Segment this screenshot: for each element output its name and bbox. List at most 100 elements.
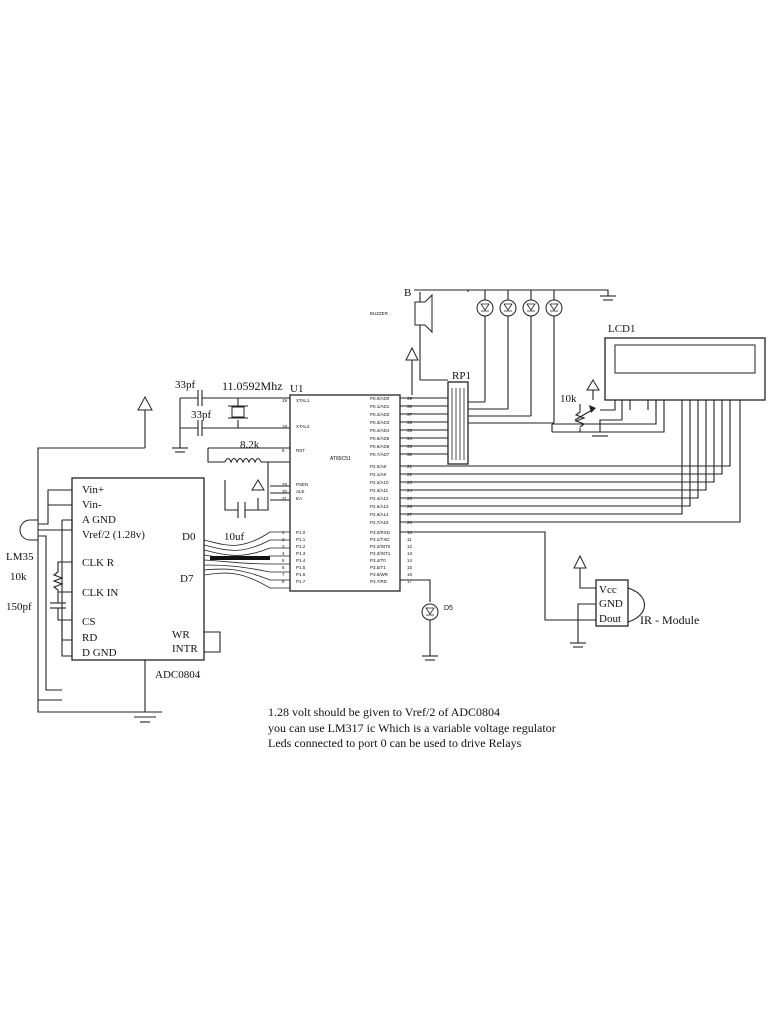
note-line-1: 1.28 volt should be given to Vref/2 of A… [268,705,500,719]
mcu-pin-num-8: 8 [282,579,285,584]
mcu-pin-name-15: P3.5/T1 [370,565,386,570]
mcu-pin-name-28: P2.7/A15 [370,520,389,525]
mcu-pin-num-4: 4 [282,551,285,556]
clk-capacitor-label: 150pf [6,601,32,613]
note-line-2: you can use LM317 ic Which is a variable… [268,721,556,735]
reset-resistor-icon [224,457,262,464]
pot-icon [574,411,586,428]
led-4-icon [545,299,563,317]
mcu-pin-name-21: P2.0/A8 [370,464,387,469]
mcu-pin-name-39: P0.0/AD0 [370,396,390,401]
mcu-pin-name-10: P3.0/RXD [370,530,391,535]
led-1-icon [476,299,494,317]
lcd-display [600,337,766,420]
ir-label: IR - Module [640,613,699,627]
mcu-pin-num-31: 31 [282,496,288,501]
led-2-icon [499,299,517,317]
pot-label: 10k [560,393,577,405]
mcu-pin-name-31: EA [296,496,302,501]
buzzer-led-circuit [405,289,616,423]
adc-pin-wr: WR [172,629,190,641]
mcu-pin-name-7: P1.6 [296,572,306,577]
clk-resistor-icon [52,571,64,591]
buzzer-ref: B [404,287,411,299]
reset-capacitor-label: 10uf [224,531,245,543]
adc-pin-intr: INTR [172,643,198,655]
clk-resistor-label: 10k [10,571,27,583]
mcu-pin-num-6: 6 [282,565,285,570]
buzzer-icon [414,293,433,334]
adc-pin-clkin: CLK IN [82,587,118,599]
mcu-pin-name-33: P0.6/AD6 [370,444,390,449]
mcu-pin-name-22: P2.1/A9 [370,472,387,477]
mcu-pin-num-9: 9 [282,448,285,453]
adc-pin-vin-plus: Vin+ [82,484,104,496]
mcu-pin-name-5: P1.4 [296,558,306,563]
mcu-pin-num-18: 18 [282,424,288,429]
mcu-pin-name-37: P0.2/AD2 [370,412,390,417]
cap2-label: 33pf [191,409,212,421]
mcu-pin-name-17: P3.7/RD [370,579,388,584]
adc-pin-d7: D7 [180,573,194,585]
crystal-icon [231,406,245,418]
crystal-label: 11.0592Mhz [222,379,283,393]
adc-pin-dgnd: D GND [82,647,117,659]
mcu-pin-name-29: PSEN [296,482,308,487]
ir-pin-dout: Dout [599,613,621,625]
resnet-label: RP1 [452,370,471,382]
note-line-3: Leds connected to port 0 can be used to … [268,736,522,750]
adc-pin-vref: Vref/2 (1.28v) [82,529,145,541]
mcu-ref: U1 [290,383,303,395]
ir-pin-gnd: GND [599,598,623,610]
power-arrow-icon [137,395,153,411]
mcu-pin-name-25: P2.4/A12 [370,496,389,501]
mcu-pin-name-30: ALE [296,489,305,494]
mcu-pin-name-36: P0.3/AD3 [370,420,390,425]
mcu-pin-num-30: 30 [282,489,288,494]
buzzer-name: BUZZER [370,311,389,316]
pot-vcc-arrow-icon [586,379,600,391]
mcu-pin-name-35: P0.4/AD4 [370,428,390,433]
mcu-pin-num-13: 13 [407,551,413,556]
mcu-pin-name-13: P3.3/INT1 [370,551,391,556]
mcu-pin-num-5: 5 [282,558,285,563]
mcu-pin-num-7: 7 [282,572,285,577]
ir-pin-vcc: Vcc [599,584,617,596]
mcu-pin-name-11: P3.1/TXD [370,537,390,542]
ir-module: Vcc GND Dout [400,531,645,648]
data-bus [203,531,290,589]
adc-pin-rd: RD [82,632,97,644]
led-3-icon [522,299,540,317]
mcu-pin-name-27: P2.6/A14 [370,512,389,517]
status-led-icon [421,603,439,621]
status-led-ref: D5 [444,605,453,612]
adc0804-chip: Vin+ Vin- A GND Vref/2 (1.28v) CLK R CLK… [71,477,205,681]
mcu-pin-num-15: 15 [407,565,413,570]
mcu-pin-name-19: XTAL1 [296,398,310,403]
adc-pin-cs: CS [82,616,95,628]
resistor-network-rp1 [400,379,554,465]
mcu-name: AT89C51 [330,456,351,462]
status-led-circuit [400,579,439,661]
mcu-pin-num-11: 11 [407,537,412,542]
mcu-pin-name-3: P1.2 [296,544,306,549]
mcu-pin-name-23: P2.2/A10 [370,480,389,485]
mcu-pin-name-12: P3.2/INT0 [370,544,391,549]
mcu-pin-num-16: 16 [407,572,413,577]
adc-pin-vin-minus: Vin- [82,499,102,511]
mcu-pin-num-19: 19 [282,398,288,403]
mcu-pin-name-9: RST [296,448,305,453]
mcu-pin-name-18: XTAL2 [296,424,310,429]
adc-pin-d0: D0 [182,531,196,543]
mcu-pin-num-17: 17 [407,579,413,584]
notes-block: 1.28 volt should be given to Vref/2 of A… [268,705,556,750]
mcu-pin-name-24: P2.3/A11 [370,488,389,493]
reset-resistor-label: 8.2k [240,439,260,451]
adc-name: ADC0804 [155,669,201,681]
oscillator-circuit [172,390,290,518]
port2-lcd-bus [400,400,741,523]
adc-pin-clkr: CLK R [82,557,115,569]
